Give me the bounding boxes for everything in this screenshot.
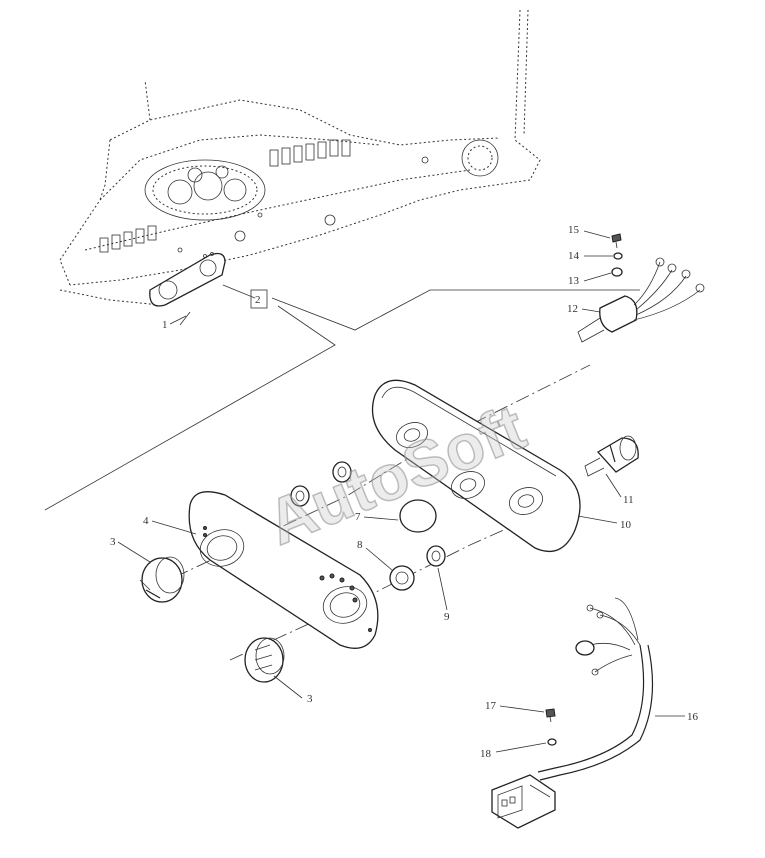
callout-13: 13 — [568, 275, 580, 287]
callout-4: 4 — [143, 515, 149, 527]
panel-installed-view — [149, 252, 226, 307]
dashboard-outline — [59, 9, 541, 306]
callout-2: 2 — [255, 294, 261, 306]
callout-8: 8 — [357, 539, 363, 551]
wiring-harness — [491, 597, 654, 829]
callout-12: 12 — [567, 303, 578, 315]
callout-17: 17 — [485, 700, 497, 712]
callout-7: 7 — [355, 511, 361, 523]
fasteners-top — [611, 233, 623, 277]
callout-11: 11 — [623, 494, 634, 506]
knob-left — [139, 556, 185, 603]
callout-10: 10 — [620, 519, 632, 531]
blanking-plug — [399, 499, 437, 533]
knob-right — [244, 637, 285, 683]
front-face-plate — [188, 491, 379, 649]
ignition-switch — [577, 257, 705, 343]
callout-3-left: 3 — [110, 536, 116, 548]
leader-lines — [44, 284, 640, 511]
callout-3-bottom: 3 — [307, 693, 313, 705]
rear-mounting-plate — [371, 379, 581, 553]
cylinder-switch — [584, 435, 639, 477]
callout-2-box — [250, 289, 268, 309]
washers — [290, 461, 446, 591]
fasteners-bottom — [545, 708, 557, 746]
callout-1: 1 — [162, 319, 168, 331]
callout-labels: 1 2 3 3 4 7 8 9 10 11 12 13 14 — [110, 224, 699, 760]
callout-15: 15 — [568, 224, 580, 236]
callout-18: 18 — [480, 748, 492, 760]
callout-9: 9 — [444, 611, 450, 623]
callout-16: 16 — [687, 711, 699, 723]
callout-14: 14 — [568, 250, 580, 262]
